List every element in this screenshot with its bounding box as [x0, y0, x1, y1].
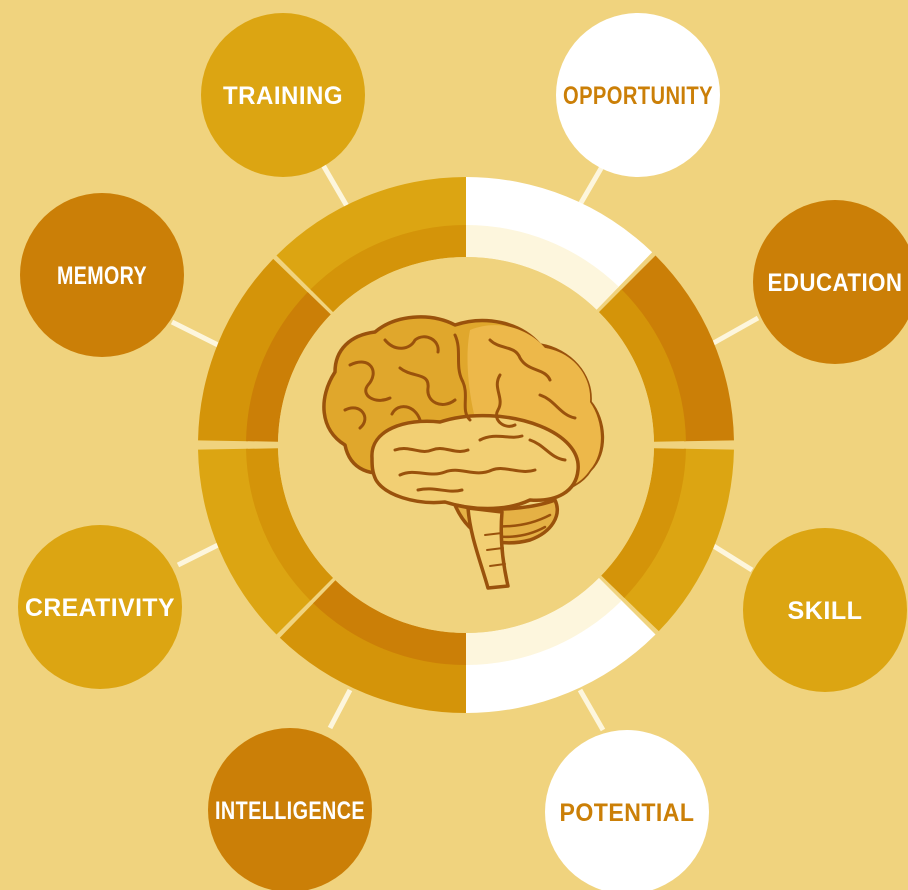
node-label-potential: POTENTIAL — [560, 799, 695, 827]
node-circle-potential — [545, 730, 709, 890]
node-label-intelligence: INTELLIGENCE — [215, 797, 365, 825]
connector-line-skill — [710, 542, 754, 573]
node-potential: POTENTIAL — [545, 730, 709, 890]
ring-segment-outer-potential — [466, 599, 656, 713]
connector-line-creativity — [176, 542, 220, 568]
node-label-memory: MEMORY — [57, 262, 147, 290]
ring-segment-inner-intelligence — [313, 580, 466, 665]
factor-nodes: TRAINING OPPORTUNITY MEMORY EDUCATION CREATI… — [18, 13, 908, 890]
connector-line-education — [708, 315, 760, 348]
node-label-opportunity: OPPORTUNITY — [563, 82, 713, 110]
ring-segment-inner-training — [310, 225, 466, 313]
node-label-education: EDUCATION — [768, 269, 903, 297]
ring-segment-outer-training — [276, 177, 466, 291]
node-circle-creativity — [18, 525, 182, 689]
connector-line-opportunity — [575, 163, 606, 210]
node-label-creativity: CREATIVITY — [25, 594, 175, 622]
ring-segment-outer-intelligence — [279, 601, 466, 713]
central-ring — [198, 177, 734, 713]
ring-segment-inner-opportunity — [466, 225, 619, 310]
node-label-training: TRAINING — [223, 82, 343, 110]
node-circle-intelligence — [208, 728, 372, 890]
node-circle-training — [201, 13, 365, 177]
node-circle-memory — [20, 193, 184, 357]
node-circle-education — [753, 200, 908, 364]
ring-segment-inner-skill — [601, 448, 686, 598]
ring-segment-outer-opportunity — [466, 177, 653, 289]
node-memory: MEMORY — [20, 193, 184, 357]
node-label-skill: SKILL — [788, 597, 863, 625]
ring-segment-inner-potential — [466, 577, 622, 665]
connector-line-training — [320, 163, 351, 210]
ring-segment-outer-creativity — [198, 448, 312, 635]
node-education: EDUCATION — [753, 200, 908, 364]
node-circle-opportunity — [556, 13, 720, 177]
connector-lines — [170, 163, 760, 732]
ring-segment-inner-creativity — [246, 448, 334, 601]
ring-segment-outer-memory — [198, 258, 310, 442]
connector-line-potential — [577, 688, 606, 732]
ring-segment-inner-education — [598, 289, 686, 442]
brain-icon — [322, 315, 605, 590]
node-circle-skill — [743, 528, 907, 692]
node-intelligence: INTELLIGENCE — [208, 728, 372, 890]
node-skill: SKILL — [743, 528, 907, 692]
connector-line-intelligence — [327, 688, 353, 730]
ring-segment-outer-education — [620, 255, 734, 442]
connector-line-memory — [170, 319, 220, 348]
node-training: TRAINING — [201, 13, 365, 177]
node-opportunity: OPPORTUNITY — [556, 13, 720, 177]
ring-segment-inner-memory — [246, 292, 331, 442]
node-creativity: CREATIVITY — [18, 525, 182, 689]
ring-segment-outer-skill — [622, 448, 734, 632]
